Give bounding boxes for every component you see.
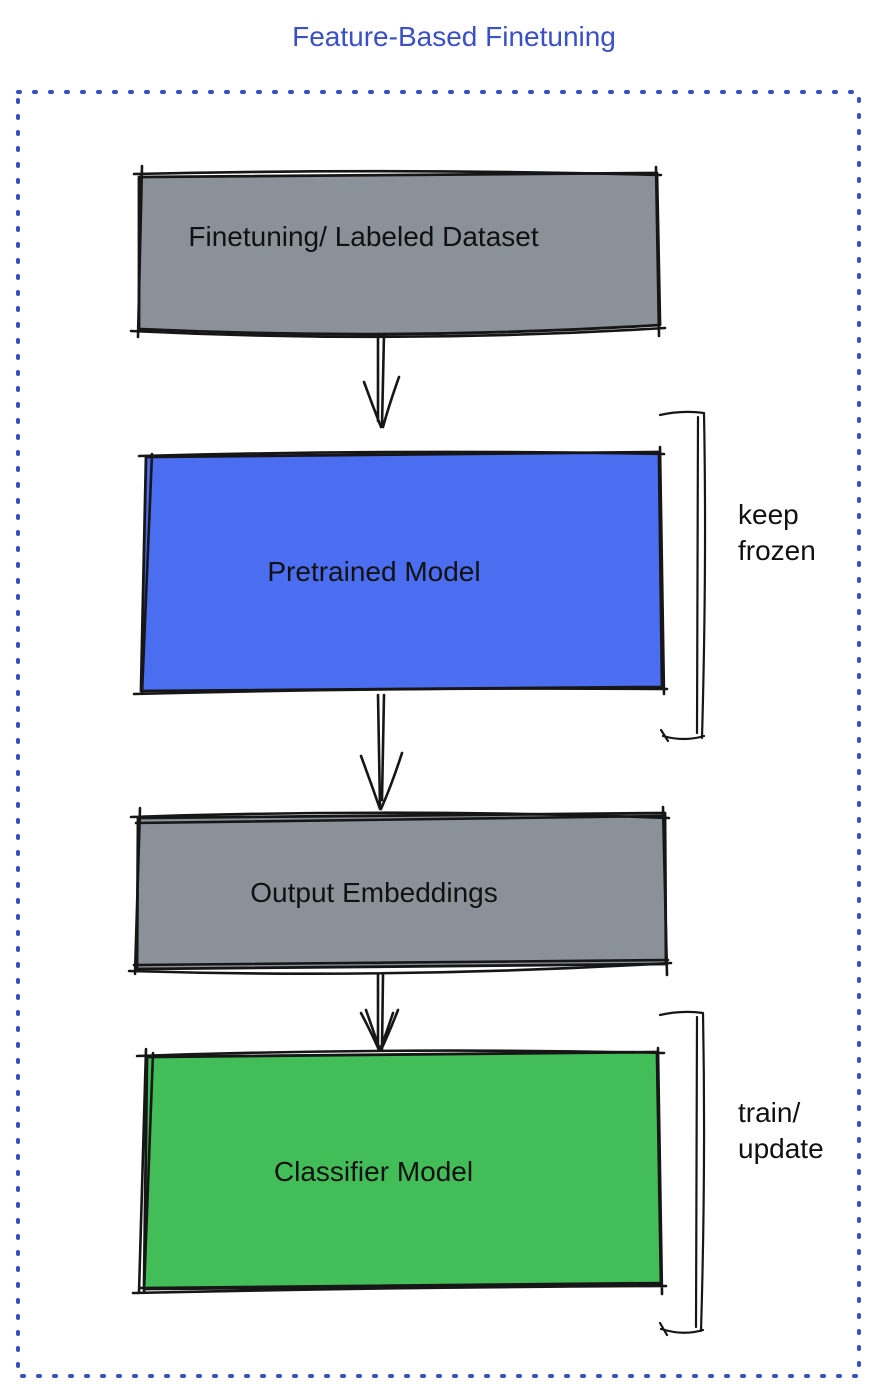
keep-frozen-bracket	[658, 410, 707, 743]
train-update-bracket	[658, 1010, 706, 1337]
keep-frozen-label: keep frozen	[738, 497, 816, 569]
train-update-label: train/ update	[738, 1095, 824, 1167]
classifier-box	[131, 1046, 668, 1296]
arrow-pretrained-to-embeddings	[359, 693, 404, 811]
arrow-embeddings-to-classifier	[359, 973, 400, 1052]
train-update-label-line2: update	[738, 1133, 824, 1164]
pretrained-box-sketch-stroke	[132, 445, 669, 696]
arrow-dataset-to-pretrained	[362, 332, 401, 429]
embeddings-box	[127, 805, 673, 977]
classifier-box-label: Classifier Model	[273, 1155, 474, 1187]
diagram-title: Feature-Based Finetuning	[292, 21, 616, 52]
embeddings-box-label: Output Embeddings	[250, 876, 498, 908]
train-update-label-line1: train/	[738, 1097, 801, 1128]
embeddings-box-sketch-stroke	[127, 805, 673, 977]
dataset-box-sketch-stroke	[129, 164, 667, 339]
keep-frozen-label-line1: keep	[738, 499, 799, 530]
dataset-box-label: Finetuning/ Labeled Dataset	[188, 220, 539, 252]
pretrained-box	[132, 445, 669, 696]
pretrained-box-shape	[139, 450, 664, 693]
pretrained-box-label: Pretrained Model	[267, 556, 481, 587]
classifier-box-sketch-stroke	[131, 1046, 668, 1296]
keep-frozen-label-line2: frozen	[738, 535, 816, 566]
dataset-box-shape	[137, 171, 662, 336]
dataset-box	[129, 164, 667, 339]
dotted-border	[16, 90, 861, 1378]
